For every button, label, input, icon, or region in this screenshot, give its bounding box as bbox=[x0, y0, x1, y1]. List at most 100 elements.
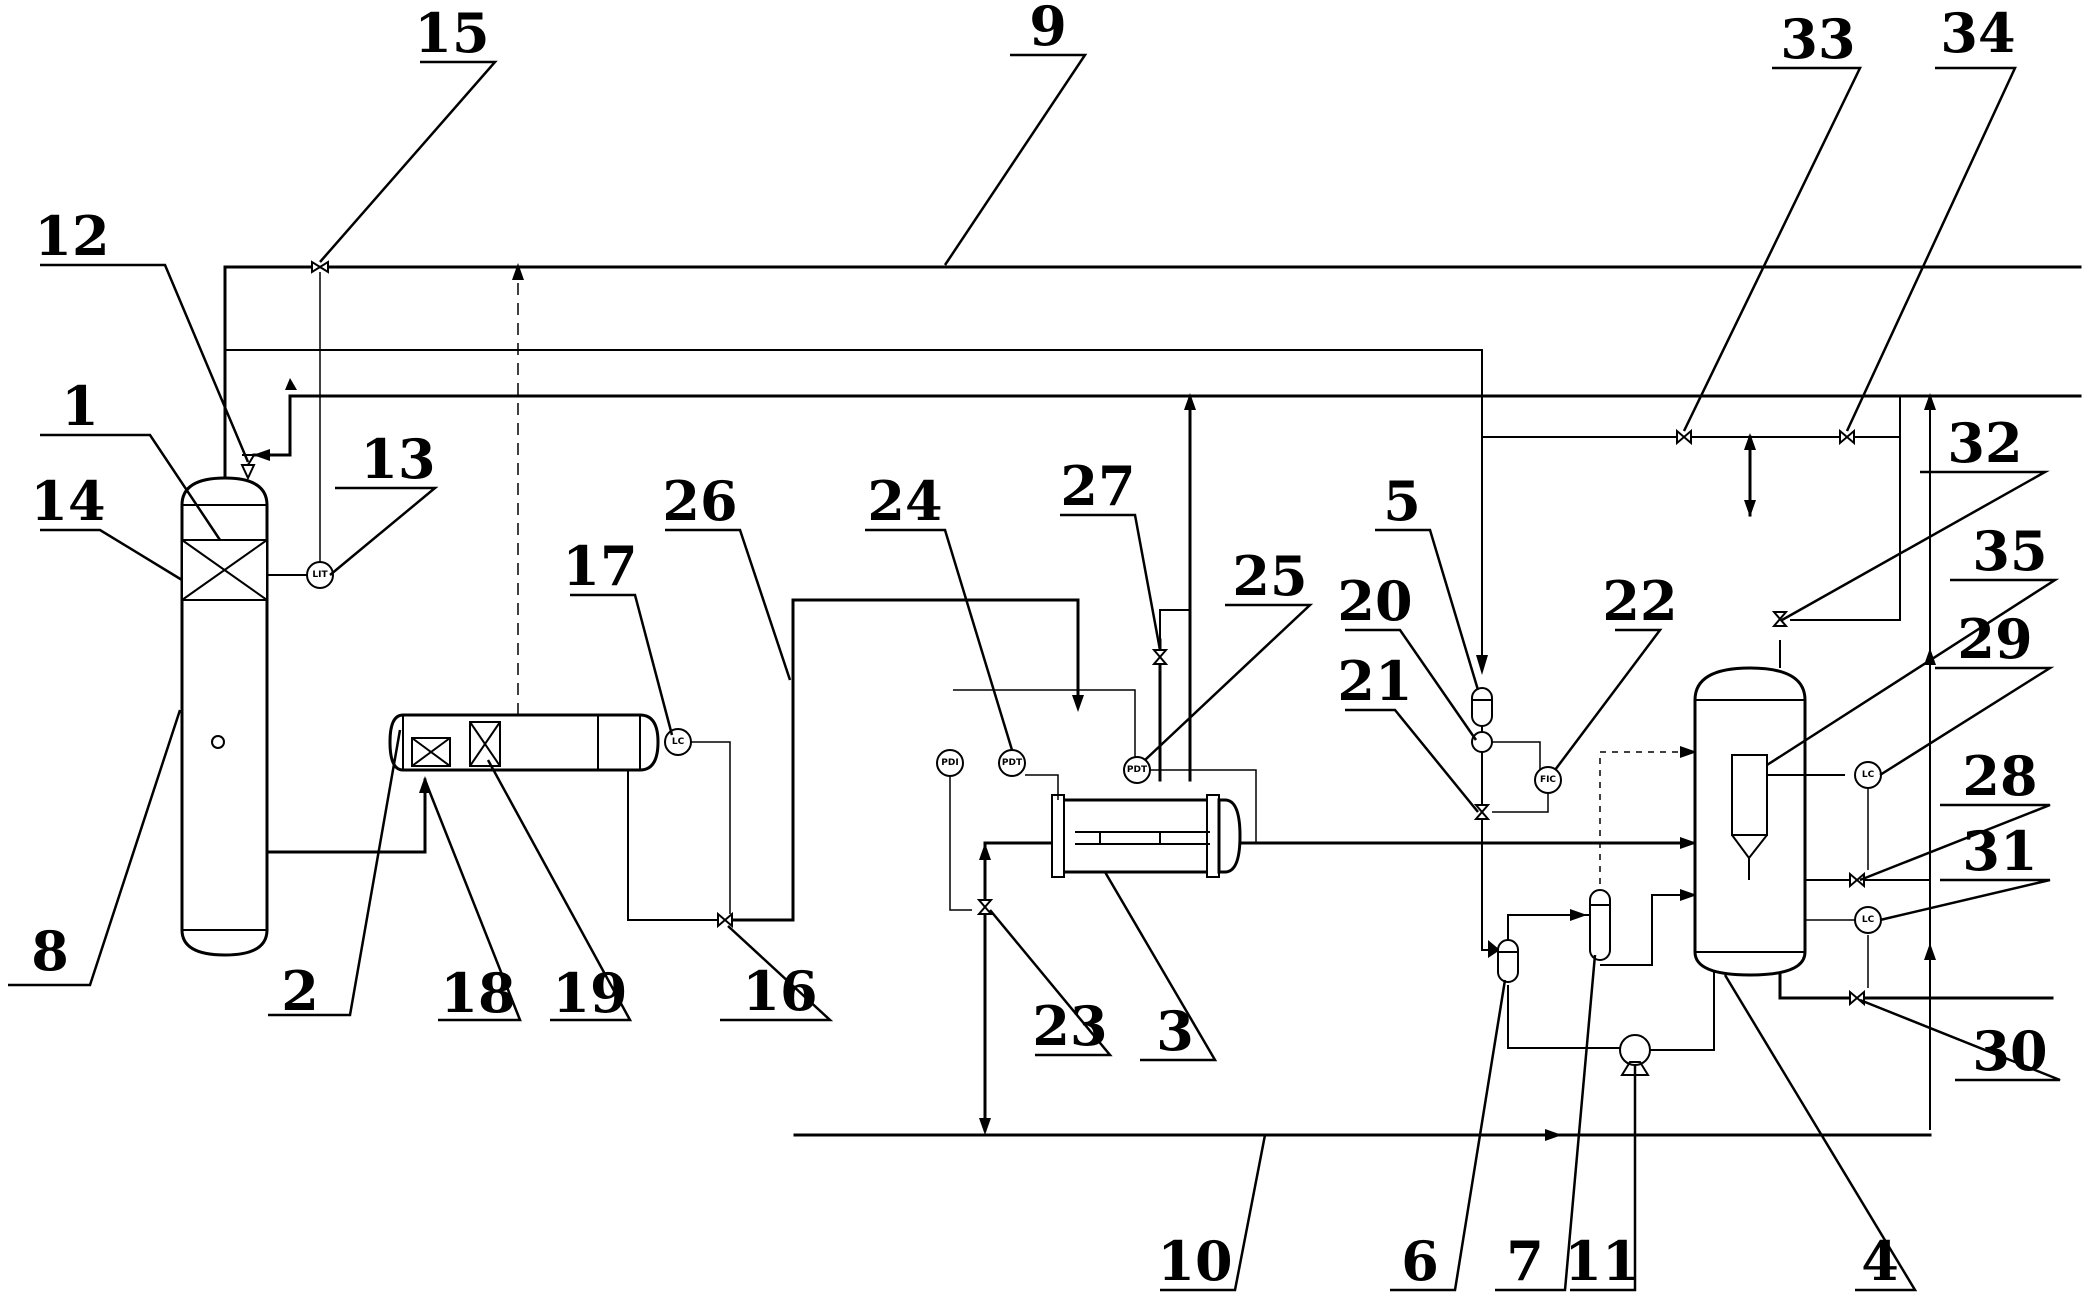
arrow-exchanger-inlet bbox=[1072, 695, 1084, 712]
exchanger-3 bbox=[1051, 794, 1242, 878]
callout-14: 14 bbox=[30, 469, 105, 533]
valve-21 bbox=[1473, 804, 1491, 820]
callout-35: 35 bbox=[1972, 519, 2047, 583]
valve-28 bbox=[1849, 871, 1865, 889]
valve12-branch bbox=[252, 394, 292, 457]
instrument-pdt-24: PDT bbox=[998, 749, 1026, 777]
arrow-separator-6-in bbox=[1488, 940, 1500, 958]
vessel1-to-drum2 bbox=[265, 778, 427, 854]
valve-34 bbox=[1839, 428, 1855, 446]
callout-24: 24 bbox=[867, 469, 942, 533]
valve-16 bbox=[717, 911, 733, 929]
callout-11: 11 bbox=[1564, 1229, 1639, 1293]
sight-glass-8 bbox=[211, 735, 225, 749]
instrument-pdt-25: PDT bbox=[1123, 756, 1151, 784]
valve-12 bbox=[240, 454, 256, 481]
callout-34: 34 bbox=[1940, 1, 2015, 65]
instrument-lc-31: LC bbox=[1854, 906, 1882, 934]
pump-to-vessel4 bbox=[1650, 950, 1715, 1051]
sep7-dashed-up bbox=[1599, 751, 1695, 920]
arrow-vent-separator-5 bbox=[1476, 655, 1488, 675]
arrow-right-riser bbox=[1924, 393, 1936, 410]
arrow-line-9 bbox=[285, 378, 297, 390]
callout-20: 20 bbox=[1337, 569, 1412, 633]
instrument-pdi-label: PDI bbox=[941, 758, 958, 768]
callout-10: 10 bbox=[1157, 1229, 1232, 1293]
instrument-lc17-label: LC bbox=[672, 737, 685, 747]
drum2-bottom-outlet bbox=[627, 770, 720, 921]
separator-6 bbox=[1497, 939, 1519, 983]
signal-fic bbox=[1492, 741, 1541, 775]
vessel4-bottom-outlet bbox=[1778, 958, 2054, 1000]
separator5-down bbox=[1481, 720, 1500, 951]
instrument-lit: LIT bbox=[306, 561, 334, 589]
instrument-lc29-label: LC bbox=[1862, 770, 1875, 780]
arrow-header-riser bbox=[1184, 393, 1196, 410]
callout-25: 25 bbox=[1232, 544, 1307, 608]
signal-lines bbox=[319, 272, 1869, 988]
instrument-fic-22: FIC bbox=[1534, 766, 1562, 794]
signal-lc17 bbox=[690, 741, 731, 914]
signal-pdi-pdt bbox=[953, 689, 1136, 760]
valve-33 bbox=[1676, 428, 1692, 446]
arrow-vessel4-top bbox=[1744, 433, 1756, 450]
callout-6: 6 bbox=[1401, 1229, 1439, 1293]
callout-19: 19 bbox=[552, 961, 627, 1025]
arrow-vessel4-top-lower bbox=[1744, 500, 1756, 517]
arrow-exchanger-in-up bbox=[979, 843, 991, 860]
drum-2 bbox=[388, 713, 660, 772]
vent-line-to-separator-5 bbox=[225, 349, 1483, 670]
callout-23: 23 bbox=[1032, 994, 1107, 1058]
sep7-to-vessel4 bbox=[1600, 894, 1695, 966]
sep6-to-sep7 bbox=[1507, 914, 1590, 945]
signal-pdt-exchanger bbox=[1025, 774, 1059, 800]
callout-13: 13 bbox=[360, 427, 435, 491]
callout-17: 17 bbox=[562, 534, 637, 598]
instrument-lit-label: LIT bbox=[312, 570, 328, 580]
callout-numbers: 1 2 3 4 5 6 7 8 9 10 11 12 13 14 15 16 1… bbox=[30, 0, 2047, 1293]
valve-30 bbox=[1849, 989, 1865, 1007]
separator-5 bbox=[1471, 687, 1493, 753]
arrow-valve12 bbox=[253, 449, 270, 461]
exchanger-inlet-line bbox=[983, 841, 1060, 1132]
vessel-1 bbox=[180, 476, 310, 957]
callout-1: 1 bbox=[61, 374, 99, 438]
callout-18: 18 bbox=[440, 961, 515, 1025]
vessel-4 bbox=[1693, 640, 1845, 977]
instrument-pdi-26: PDI bbox=[936, 749, 964, 777]
instrument-pdt-label: PDT bbox=[1002, 758, 1023, 768]
arrow-line-10 bbox=[1545, 1129, 1562, 1141]
separator-7 bbox=[1589, 889, 1611, 961]
arrow-vessel4-side bbox=[1680, 889, 1697, 901]
callout-4: 4 bbox=[1861, 1229, 1899, 1293]
callout-28: 28 bbox=[1962, 744, 2037, 808]
callout-22: 22 bbox=[1602, 569, 1677, 633]
arrow-exchanger-bottom bbox=[979, 1118, 991, 1135]
valve-23 bbox=[976, 899, 994, 915]
callout-12: 12 bbox=[34, 204, 109, 268]
internal-35 bbox=[1731, 754, 1768, 836]
callout-32: 32 bbox=[1947, 411, 2022, 475]
valve-15 bbox=[311, 260, 329, 274]
arrow-right-riser-bottom bbox=[1924, 943, 1936, 960]
arrow-sep6-out bbox=[1570, 909, 1587, 921]
callout-2: 2 bbox=[281, 959, 319, 1023]
signal-pdi-valve23 bbox=[949, 775, 972, 911]
callout-30: 30 bbox=[1972, 1019, 2047, 1083]
valve16-to-exchanger bbox=[728, 598, 1080, 922]
callout-16: 16 bbox=[742, 959, 817, 1023]
instrument-lc-29: LC bbox=[1854, 761, 1882, 789]
callout-5: 5 bbox=[1383, 469, 1421, 533]
callout-27: 27 bbox=[1060, 454, 1135, 518]
flow-arrows bbox=[253, 263, 1936, 1141]
sep6-to-pump bbox=[1507, 985, 1620, 1049]
callout-15: 15 bbox=[414, 1, 489, 65]
callout-21: 21 bbox=[1337, 649, 1412, 713]
callout-9: 9 bbox=[1029, 0, 1067, 58]
callout-3: 3 bbox=[1156, 999, 1194, 1063]
signal-fic-valve21 bbox=[1492, 790, 1549, 813]
callout-29: 29 bbox=[1957, 607, 2032, 671]
callout-leaders bbox=[8, 53, 2061, 1292]
callout-26: 26 bbox=[662, 469, 737, 533]
